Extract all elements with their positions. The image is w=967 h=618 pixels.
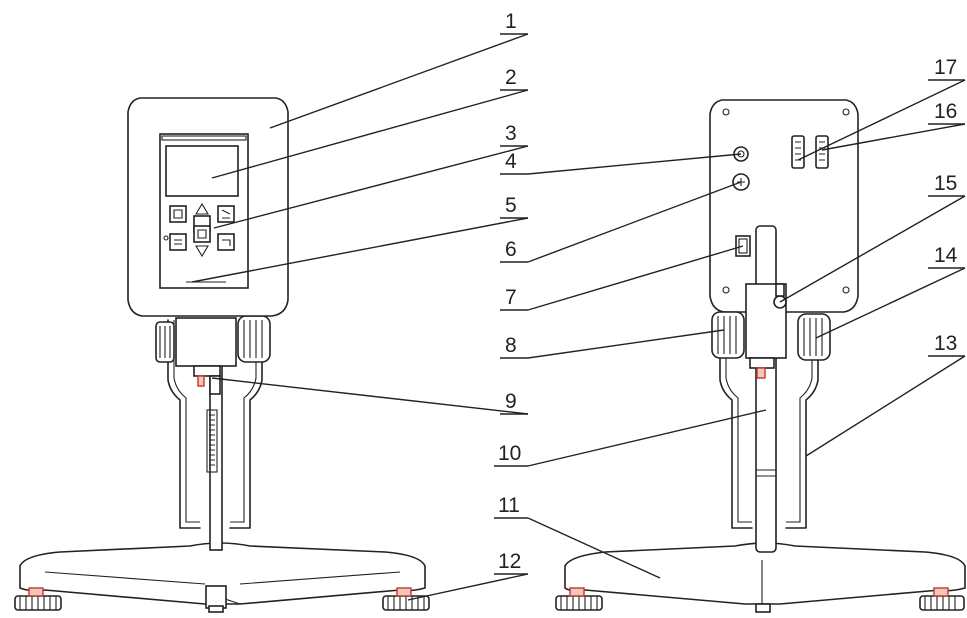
front-stand [167, 319, 263, 551]
leader-7 [527, 245, 744, 311]
leader-17 [797, 79, 966, 161]
callout-labels: 1 2 3 4 5 6 7 8 9 10 11 12 13 14 15 16 1… [498, 10, 958, 573]
rear-frame [719, 319, 819, 529]
leader-4 [527, 153, 742, 175]
leader-10 [527, 409, 767, 467]
rear-column [755, 225, 777, 553]
leader-14 [815, 267, 966, 339]
front-clamp [155, 315, 271, 395]
rear-head-housing [709, 99, 859, 313]
leader-11 [527, 517, 661, 579]
callout-9: 9 [505, 390, 517, 413]
front-keypad [163, 202, 235, 258]
callout-4: 4 [505, 150, 517, 173]
leader-8 [527, 329, 725, 359]
rear-view [555, 99, 966, 613]
callout-10: 10 [498, 442, 521, 465]
rear-base [555, 542, 966, 613]
callout-17: 17 [934, 56, 957, 79]
leader-6 [527, 181, 742, 263]
callout-15: 15 [934, 172, 957, 195]
callout-7: 7 [505, 286, 517, 309]
callout-16: 16 [934, 100, 957, 123]
front-head-housing [127, 97, 289, 317]
callout-13: 13 [934, 332, 957, 355]
rear-clamp [711, 283, 831, 379]
callout-8: 8 [505, 334, 517, 357]
leader-16 [821, 123, 966, 151]
leader-9 [211, 377, 529, 415]
leader-13 [805, 355, 966, 457]
callout-6: 6 [505, 238, 517, 261]
leader-15 [779, 195, 966, 303]
leader-1 [269, 33, 529, 129]
leader-lines [191, 33, 966, 601]
leader-3 [213, 145, 529, 229]
callout-5: 5 [505, 194, 517, 217]
callout-14: 14 [934, 244, 958, 267]
callout-12: 12 [498, 550, 521, 573]
leader-12 [407, 573, 529, 601]
callout-11: 11 [498, 494, 520, 517]
leader-5 [191, 217, 529, 283]
callout-1: 1 [505, 10, 517, 33]
front-base [14, 542, 430, 613]
front-view [14, 97, 430, 613]
callout-3: 3 [505, 122, 517, 145]
callout-2: 2 [505, 66, 517, 89]
leader-2 [211, 89, 529, 179]
